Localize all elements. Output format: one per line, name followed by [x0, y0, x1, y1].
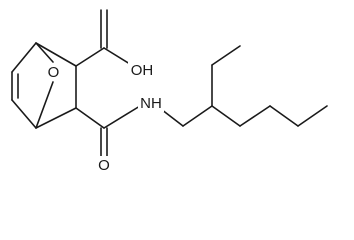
bond-c1-c5 [35, 42, 77, 67]
bond-butyl2-butyl3 [269, 105, 299, 127]
bond-c1-c2 [11, 42, 37, 73]
bridge-oxygen-label: O [48, 64, 60, 81]
amide-nitrogen-label: NH [140, 95, 162, 112]
bond-ethyl1-ethyl2 [211, 45, 241, 66]
bond-c6-amide-carbon [75, 107, 105, 129]
bond-c3-c4 [11, 99, 37, 129]
amide-bonds [75, 105, 141, 158]
bond-ch2-ch [182, 105, 213, 127]
bond-cooh-hydroxyl [103, 47, 131, 65]
ethylhexyl-chain-bonds [156, 45, 328, 127]
atom-labels: O OH O NH O [46, 61, 164, 174]
bond-c6-c4 [35, 107, 77, 129]
bond-o7-c4 [35, 81, 54, 129]
carboxylic-acid-bonds [75, 9, 131, 67]
bond-butyl1-butyl2 [239, 105, 271, 127]
bond-butyl3-butyl4 [297, 105, 328, 127]
carboxyl-hydroxyl-label: OH [131, 62, 154, 79]
bond-c5-cooh [75, 47, 105, 67]
bond-c1-o7 [35, 42, 54, 63]
amide-carbonyl-oxygen-label: O [98, 157, 110, 174]
bond-ch-butyl1 [211, 105, 241, 127]
chemical-structure: O OH O NH O [11, 9, 328, 174]
bond-amide-carbon-nitrogen [103, 105, 141, 129]
bicyclic-ring-bonds [11, 42, 77, 129]
